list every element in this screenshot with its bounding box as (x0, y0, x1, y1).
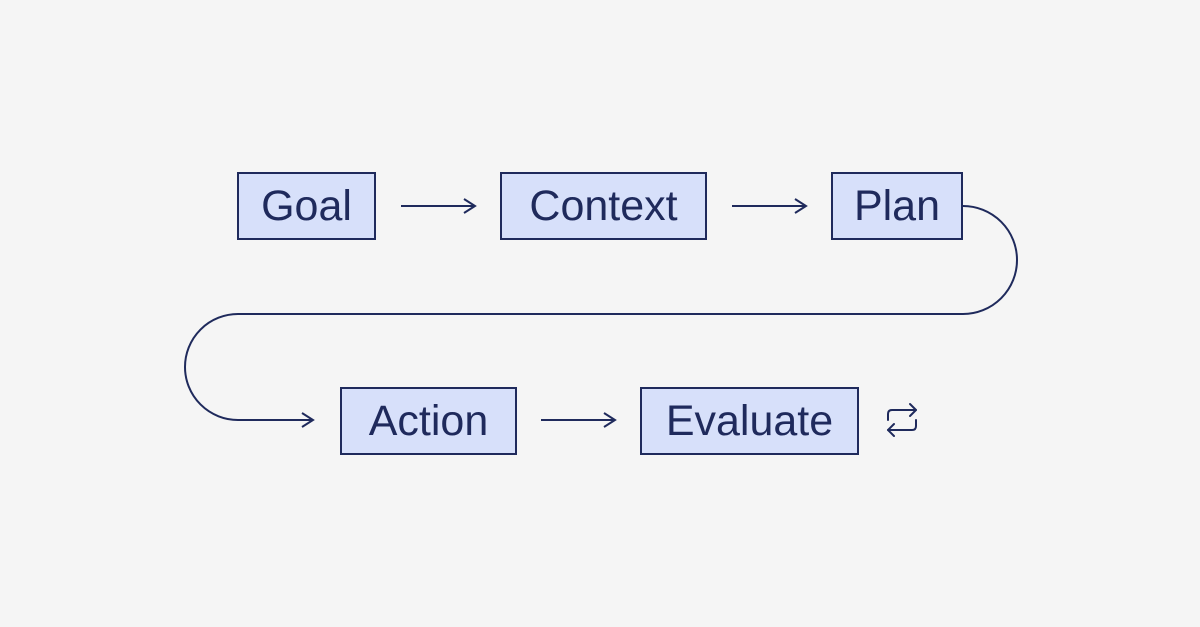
node-goal-label: Goal (261, 181, 352, 230)
node-action: Action (340, 387, 517, 455)
arrow-plan-to-action (184, 205, 1018, 428)
repeat-icon (887, 403, 917, 437)
node-goal: Goal (237, 172, 376, 240)
node-action-label: Action (368, 396, 489, 445)
node-evaluate: Evaluate (640, 387, 859, 455)
node-plan: Plan (831, 172, 963, 240)
node-plan-label: Plan (853, 181, 941, 230)
node-context: Context (500, 172, 707, 240)
node-evaluate-label: Evaluate (665, 396, 834, 445)
node-context-label: Context (529, 181, 678, 230)
